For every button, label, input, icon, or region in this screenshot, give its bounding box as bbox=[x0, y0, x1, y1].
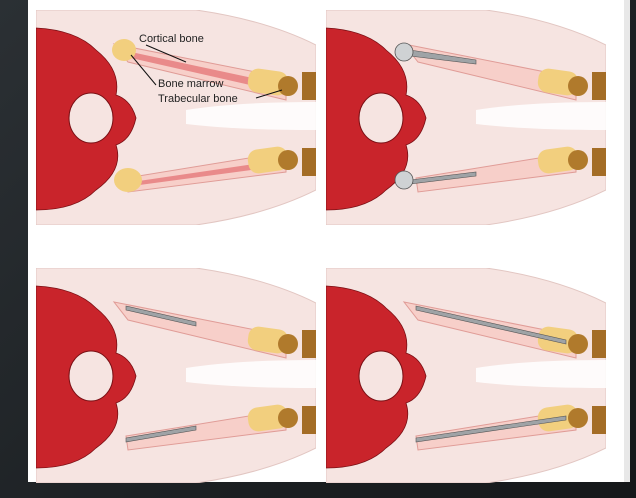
panel-intact-femurs: Cortical bone Bone marrow Trabecular bon… bbox=[36, 10, 316, 225]
panel-long-nail-implant bbox=[326, 268, 606, 483]
label-bone-marrow: Bone marrow bbox=[158, 78, 223, 90]
obturator-hole bbox=[69, 93, 113, 143]
obturator-hole bbox=[359, 93, 403, 143]
panel-c-graphic bbox=[36, 268, 316, 483]
implant-ball-upper bbox=[395, 43, 413, 61]
panel-short-nail-implant bbox=[36, 268, 316, 483]
obturator-hole bbox=[359, 351, 403, 401]
panel-b-graphic bbox=[326, 10, 606, 225]
label-trabecular-bone: Trabecular bone bbox=[158, 93, 238, 105]
panel-d-graphic bbox=[326, 268, 606, 483]
panel-ball-stem-implant bbox=[326, 10, 606, 225]
obturator-hole bbox=[69, 351, 113, 401]
implant-ball-lower bbox=[395, 171, 413, 189]
label-cortical-bone: Cortical bone bbox=[139, 33, 204, 45]
